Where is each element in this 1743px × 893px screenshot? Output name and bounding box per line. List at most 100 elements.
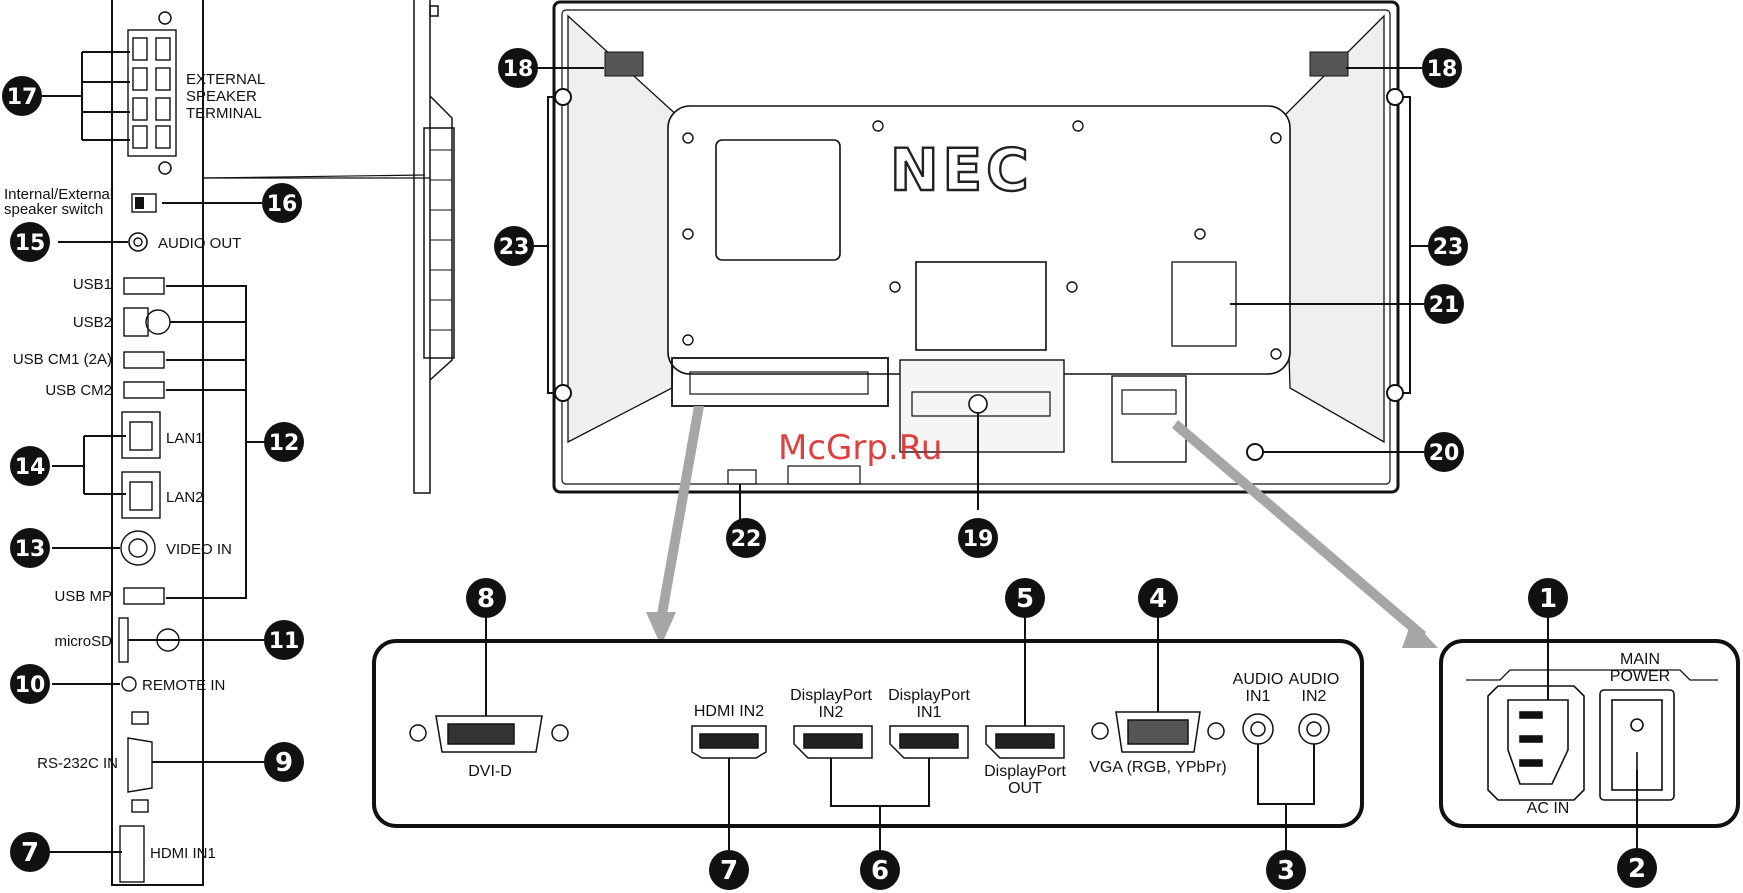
rs232c-label: RS-232C IN xyxy=(37,755,118,772)
callout-badge-3: 3 xyxy=(1277,856,1295,886)
usb-cm2-port[interactable] xyxy=(123,381,165,399)
displayport-out-label-1: DisplayPort xyxy=(984,763,1066,780)
callout-badge-11: 11 xyxy=(269,629,300,654)
video-in-jack[interactable] xyxy=(120,530,156,566)
callout-badge-17: 17 xyxy=(7,85,38,110)
monitor-rear-view: NEC McGrp.Ru xyxy=(552,0,1404,494)
video-in-label: VIDEO IN xyxy=(166,541,232,558)
callout-badge-13: 13 xyxy=(15,537,46,562)
dvi-d-port[interactable] xyxy=(409,715,569,753)
callout-badge-7-circle xyxy=(10,832,50,872)
callout-badge-12-circle xyxy=(264,422,304,462)
dvi-d-label: DVI-D xyxy=(468,763,512,780)
usb1-port[interactable] xyxy=(123,277,165,295)
microsd-slot[interactable] xyxy=(118,617,129,663)
callout-badge-4: 4 xyxy=(1149,584,1167,614)
callout-badge-18-circle xyxy=(498,48,538,88)
right-speaker-grille xyxy=(1309,51,1349,77)
ac-inlet[interactable] xyxy=(1487,685,1585,801)
usb-cm2-label: USB CM2 xyxy=(45,382,112,399)
callout-badge-10-circle xyxy=(10,664,50,704)
monitor-side-profile xyxy=(202,0,455,494)
callout-badge-9-circle xyxy=(264,742,304,782)
lan1-label: LAN1 xyxy=(166,430,204,447)
callout-badge-15: 15 xyxy=(15,231,46,256)
hdmi-in1-port[interactable] xyxy=(119,825,145,883)
remote-in-jack[interactable] xyxy=(121,676,137,692)
usb-cm1-port[interactable] xyxy=(123,351,165,369)
callout-badge-19-circle xyxy=(958,518,998,558)
side-leader-lines xyxy=(42,51,266,853)
callout-badge-5-circle xyxy=(1005,578,1045,618)
watermark: McGrp.Ru xyxy=(778,428,942,468)
callout-badge-22: 22 xyxy=(731,527,762,552)
callout-badge-3-circle xyxy=(1266,850,1306,890)
callout-badge-18: 18 xyxy=(1427,57,1458,82)
callout-badge-20: 20 xyxy=(1429,441,1460,466)
lan1-port[interactable] xyxy=(121,411,161,459)
callout-badge-7: 7 xyxy=(720,856,738,886)
left-speaker-grille xyxy=(604,51,644,77)
audio-out-jack[interactable] xyxy=(128,232,148,252)
side-panel-labels: EXTERNAL SPEAKER TERMINAL Internal/Exter… xyxy=(4,71,265,862)
mounting-holes xyxy=(682,120,1282,360)
speaker-terminal-label-2: SPEAKER xyxy=(186,88,257,105)
callout-badge-17-circle xyxy=(2,76,42,116)
displayport-in2-label-1: DisplayPort xyxy=(790,687,872,704)
callout-badge-8-circle xyxy=(466,578,506,618)
callout-badge-9: 9 xyxy=(275,748,293,778)
callout-badge-19: 19 xyxy=(963,527,994,552)
power-panel: MAIN POWER AC IN xyxy=(1439,616,1740,850)
callout-badge-4-circle xyxy=(1138,578,1178,618)
rear-leader-lines xyxy=(534,67,1428,520)
usb-mp-port[interactable] xyxy=(123,587,165,605)
hdmi-in1-label: HDMI IN1 xyxy=(150,845,216,862)
callout-badge-23: 23 xyxy=(499,235,530,260)
callout-badge-10: 10 xyxy=(15,673,46,698)
callout-badge-21-circle xyxy=(1424,284,1464,324)
callout-badge-23-circle xyxy=(494,226,534,266)
vga-port[interactable] xyxy=(1091,711,1225,753)
callout-badge-13-circle xyxy=(10,528,50,568)
callout-badge-12: 12 xyxy=(269,431,300,456)
zoom-arrows xyxy=(646,406,1438,648)
displayport-out-label-2: OUT xyxy=(1008,780,1042,797)
callout-badge-15-circle xyxy=(10,222,50,262)
callout-badge-18-circle xyxy=(1422,48,1462,88)
callout-badge-1-circle xyxy=(1528,578,1568,618)
audio-in2-label-2: IN2 xyxy=(1302,688,1327,705)
callout-badge-16-circle xyxy=(262,183,302,223)
callout-badge-2: 2 xyxy=(1628,854,1646,884)
usb2-label: USB2 xyxy=(73,314,112,331)
callout-badge-16: 16 xyxy=(267,192,298,217)
callout-badge-23-circle xyxy=(1428,226,1468,266)
callout-badge-6-circle xyxy=(860,850,900,890)
bottom-connector-panel: DVI-D HDMI IN2 DisplayPort IN2 DisplayPo… xyxy=(372,616,1364,850)
usb2-port[interactable] xyxy=(123,307,149,337)
callout-badge-18: 18 xyxy=(503,57,534,82)
audio-in1-label-2: IN1 xyxy=(1246,688,1271,705)
speaker-switch-label-1: Internal/External xyxy=(4,186,113,203)
callout-badge-6: 6 xyxy=(871,856,889,886)
hdmi-in2-label: HDMI IN2 xyxy=(694,703,764,720)
callout-badge-2-circle xyxy=(1617,848,1657,888)
callout-badge-20-circle xyxy=(1424,432,1464,472)
callout-badge-5: 5 xyxy=(1016,584,1034,614)
lan2-port[interactable] xyxy=(121,471,161,519)
usb1-label: USB1 xyxy=(73,276,112,293)
speaker-terminal-block xyxy=(127,29,177,157)
rs232c-port[interactable] xyxy=(127,737,153,793)
callout-badge-21: 21 xyxy=(1429,293,1460,318)
main-power-label-2: POWER xyxy=(1610,668,1670,685)
callout-badge-7: 7 xyxy=(21,838,39,868)
callout-badge-1: 1 xyxy=(1539,584,1557,614)
vga-label: VGA (RGB, YPbPr) xyxy=(1089,759,1227,776)
callout-badge-8: 8 xyxy=(477,584,495,614)
lan2-label: LAN2 xyxy=(166,489,204,506)
displayport-in1-label-1: DisplayPort xyxy=(888,687,970,704)
displayport-in1-label-2: IN1 xyxy=(917,704,942,721)
microsd-label: microSD xyxy=(54,633,112,650)
speaker-switch[interactable] xyxy=(131,193,157,213)
main-power-label-1: MAIN xyxy=(1620,651,1660,668)
